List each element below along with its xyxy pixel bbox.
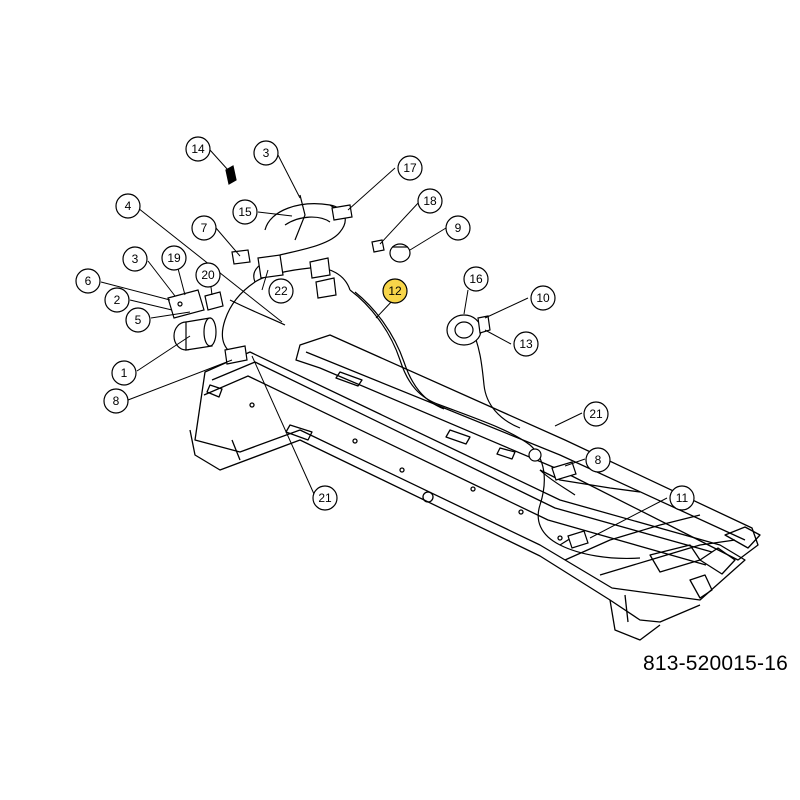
callout-c19: 19 bbox=[161, 245, 187, 271]
callout-c15: 15 bbox=[232, 199, 258, 225]
callout-label: 11 bbox=[676, 491, 689, 505]
callout-circle bbox=[125, 307, 151, 333]
callout-label: 12 bbox=[388, 284, 402, 298]
callout-circle bbox=[253, 140, 279, 166]
callout-label: 13 bbox=[519, 337, 533, 351]
callout-c21b: 21 bbox=[583, 401, 609, 427]
callout-label: 9 bbox=[455, 221, 462, 235]
callout-c17: 17 bbox=[397, 155, 423, 181]
harness-module bbox=[257, 254, 337, 299]
callout-label: 3 bbox=[263, 146, 270, 160]
callout-circle bbox=[417, 188, 443, 214]
harness-clip bbox=[331, 204, 353, 221]
callout-circle bbox=[185, 136, 211, 162]
callout-circle bbox=[669, 485, 695, 511]
callout-label: 3 bbox=[132, 252, 139, 266]
callout-circle bbox=[75, 268, 101, 294]
callout-circle bbox=[463, 266, 489, 292]
pump-assembly bbox=[446, 314, 491, 346]
callout-c1: 1 bbox=[111, 360, 137, 386]
callout-circle bbox=[382, 278, 408, 304]
callout-circle bbox=[583, 401, 609, 427]
callout-label: 18 bbox=[423, 194, 437, 208]
ground-strap bbox=[224, 345, 248, 365]
part-number-label: 813-520015-16 bbox=[642, 652, 788, 675]
callout-c18: 18 bbox=[417, 188, 443, 214]
callout-circle bbox=[191, 215, 217, 241]
callout-circle bbox=[397, 155, 423, 181]
callout-c16: 16 bbox=[463, 266, 489, 292]
callout-c14: 14 bbox=[185, 136, 211, 162]
starter-motor bbox=[173, 317, 217, 351]
callout-circle bbox=[111, 360, 137, 386]
callout-label: 21 bbox=[318, 491, 332, 505]
callout-c21a: 21 bbox=[312, 485, 338, 511]
relay bbox=[204, 291, 224, 311]
callout-c6: 6 bbox=[75, 268, 101, 294]
components bbox=[167, 165, 589, 549]
callout-label: 8 bbox=[595, 453, 602, 467]
callout-c9: 9 bbox=[445, 215, 471, 241]
callout-label: 19 bbox=[167, 251, 181, 265]
callout-label: 21 bbox=[589, 407, 603, 421]
callout-circle bbox=[585, 447, 611, 473]
callout-label: 6 bbox=[85, 274, 92, 288]
callout-circle bbox=[104, 287, 130, 313]
callout-label: 2 bbox=[114, 293, 121, 307]
wire-harness bbox=[221, 194, 641, 559]
frame-assembly bbox=[189, 334, 761, 641]
sensor-plug bbox=[389, 243, 411, 263]
callout-c3b: 3 bbox=[122, 246, 148, 272]
callout-c13: 13 bbox=[513, 331, 539, 357]
solenoid-bracket bbox=[167, 289, 205, 319]
callout-label: 8 bbox=[113, 394, 120, 408]
callout-circle bbox=[530, 285, 556, 311]
callout-c11: 11 bbox=[669, 485, 695, 511]
callout-label: 15 bbox=[238, 205, 252, 219]
callout-circle bbox=[232, 199, 258, 225]
callout-label: 7 bbox=[201, 221, 208, 235]
callout-c10: 10 bbox=[530, 285, 556, 311]
callout-label: 17 bbox=[403, 161, 417, 175]
callout-c7: 7 bbox=[191, 215, 217, 241]
rear-connector bbox=[528, 448, 589, 549]
leader-lines bbox=[100, 149, 668, 539]
callout-c2: 2 bbox=[104, 287, 130, 313]
callout-circle bbox=[195, 262, 221, 288]
callout-label: 10 bbox=[536, 291, 550, 305]
callout-label: 22 bbox=[274, 284, 288, 298]
callout-label: 14 bbox=[191, 142, 205, 156]
callout-circle bbox=[513, 331, 539, 357]
callout-label: 5 bbox=[135, 313, 142, 327]
callout-label: 1 bbox=[121, 366, 128, 380]
callout-label: 4 bbox=[125, 199, 132, 213]
callout-c22: 22 bbox=[268, 278, 294, 304]
callout-circle bbox=[268, 278, 294, 304]
callout-c5: 5 bbox=[125, 307, 151, 333]
connector-block bbox=[231, 249, 251, 265]
callout-label: 20 bbox=[201, 268, 215, 282]
callout-c8b: 8 bbox=[585, 447, 611, 473]
callout-c12: 12 bbox=[382, 278, 408, 304]
callout-circle bbox=[122, 246, 148, 272]
callout-c4: 4 bbox=[115, 193, 141, 219]
callout-c3a: 3 bbox=[253, 140, 279, 166]
callout-label: 16 bbox=[469, 272, 483, 286]
callout-circle bbox=[115, 193, 141, 219]
callout-circle bbox=[312, 485, 338, 511]
callout-circle bbox=[103, 388, 129, 414]
callout-c20: 20 bbox=[195, 262, 221, 288]
callout-c8a: 8 bbox=[103, 388, 129, 414]
callout-circle bbox=[161, 245, 187, 271]
cable-tie bbox=[225, 165, 237, 185]
callout-circle bbox=[445, 215, 471, 241]
